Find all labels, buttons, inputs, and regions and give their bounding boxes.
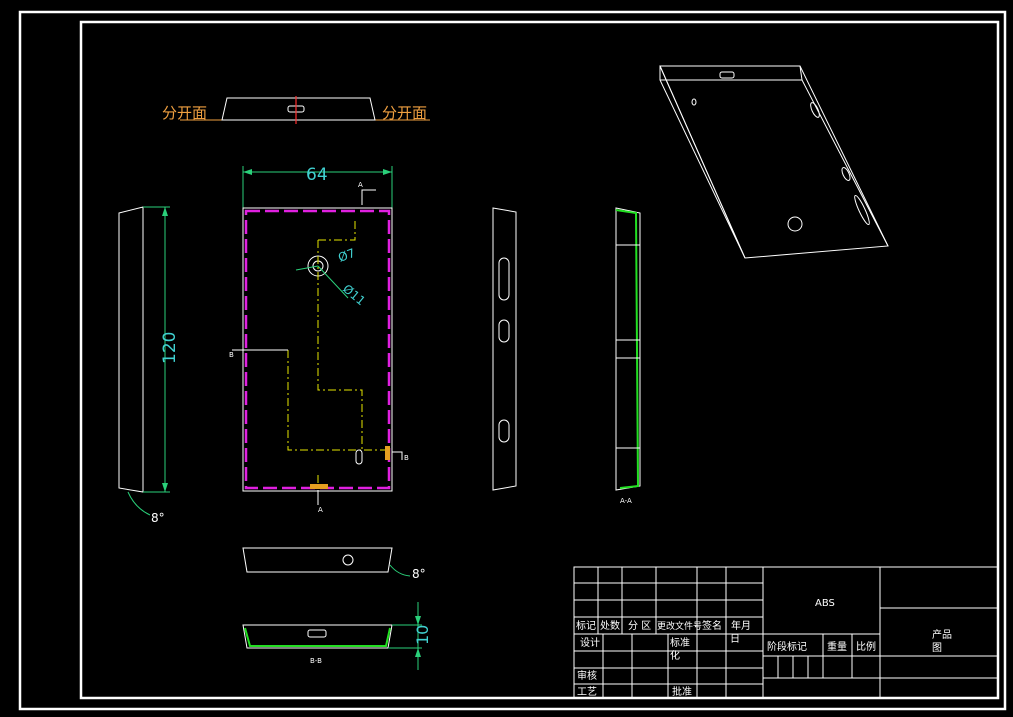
tb-material: ABS [815,598,835,609]
parting-label-right: 分开面 [382,104,427,122]
section-label-aa: A-A [620,497,632,505]
top-parting-view: 分开面 分开面 [162,96,430,124]
outer-frame [18,10,1007,711]
rev-header-date: 年月 [731,619,751,632]
tb-design: 设计 [580,636,600,649]
section-mark-b-right: B [404,454,409,462]
tb-standardize: 标准 [670,637,690,649]
tb-standardize2: 化 [670,649,680,662]
dim-height: 120 [160,332,180,364]
angle-left: 8° [151,511,165,525]
isometric-view [659,65,889,259]
tb-name-line1: 产品 [932,628,952,641]
right-side-view [492,207,517,491]
bottom-end-view: 8° [242,547,426,581]
dim-depth: 10 [413,625,432,645]
left-side-view: 120 8° [118,206,180,525]
inner-frame [79,20,1000,700]
rev-header-mark: 标记 [576,620,596,632]
tb-process: 工艺 [577,686,597,698]
rev-header-doc: 更改文件号 [657,620,702,632]
section-mark-a-bottom: A [318,506,323,514]
tb-scale: 比例 [856,640,876,653]
section-mark-a-top: A [358,181,363,189]
tb-approve: 批准 [672,685,692,698]
width-dimension: 64 [242,165,393,208]
section-label-bb: B-B [310,657,322,665]
section-mark-b-left: B [229,351,234,359]
rev-header-day: 日 [730,634,740,645]
tb-stage-mark: 阶段标记 [767,640,807,653]
rev-header-sign: 签名 [702,619,722,632]
tb-review: 审核 [577,669,597,682]
rev-header-zone: 分 区 [628,620,651,632]
dim-hole-outer: Ø11 [340,282,368,309]
dim-width: 64 [306,165,328,185]
title-block: 标记 处数 分 区 更改文件号 签名 年月 日 设计 标准 化 审核 工艺 批准… [573,566,999,699]
angle-bottom: 8° [412,567,426,581]
rev-header-count: 处数 [600,619,620,632]
section-bb-view: 10 B-B [242,602,432,670]
parting-label-left: 分开面 [162,104,207,122]
plan-view: Ø7 Ø11 A A B B [229,181,409,514]
section-aa-view: A-A [615,207,641,505]
tb-name-line2: 图 [932,642,942,654]
tb-weight: 重量 [827,640,847,653]
dim-hole-inner: Ø7 [336,246,357,265]
